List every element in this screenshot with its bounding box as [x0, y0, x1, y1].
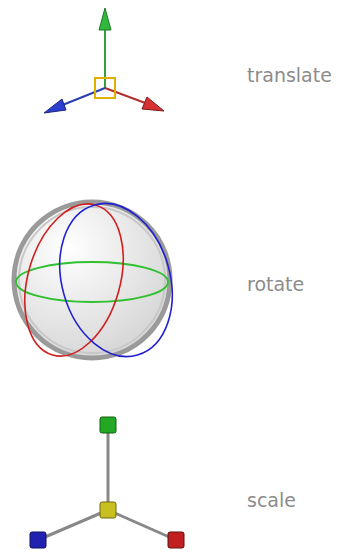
z-cube	[30, 532, 46, 548]
x-axis	[108, 510, 176, 540]
inner-ring	[19, 207, 165, 353]
y-axis	[107, 425, 110, 510]
scale-gizmo	[30, 417, 184, 548]
translate-gizmo	[44, 8, 164, 113]
y-ring	[16, 262, 168, 302]
x-arrowhead	[142, 97, 164, 111]
y-cube	[100, 417, 116, 433]
x-axis	[105, 88, 148, 104]
center-handle	[95, 78, 115, 98]
tool-label: scale	[247, 489, 296, 511]
z-arrowhead	[44, 99, 66, 113]
x-cube	[168, 532, 184, 548]
y-arrowhead	[99, 8, 111, 30]
tool-label: rotate	[247, 273, 304, 295]
tool-label: translate	[247, 64, 332, 86]
z-axis	[38, 510, 108, 540]
rotate-gizmo	[8, 190, 189, 370]
center-cube	[100, 502, 116, 518]
z-ring	[43, 190, 190, 370]
